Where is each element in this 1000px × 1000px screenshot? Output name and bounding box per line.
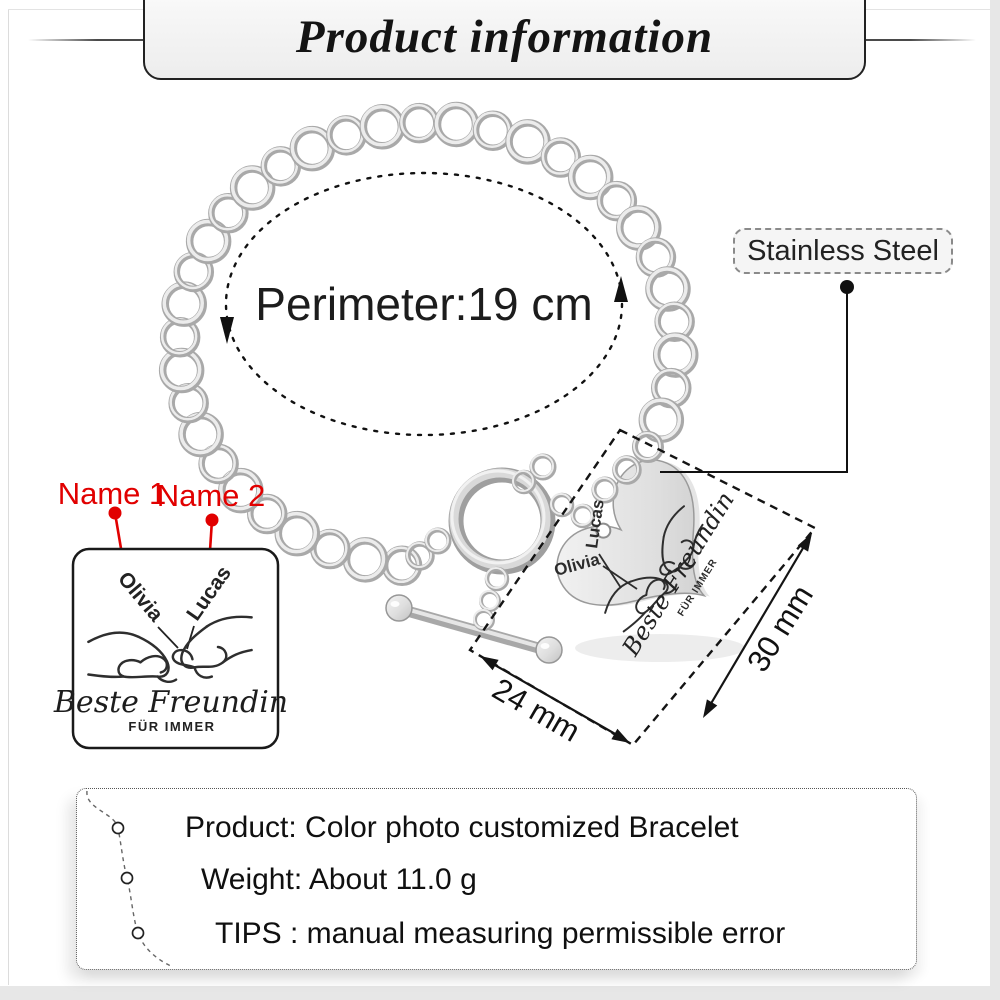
arrow-icon [480, 656, 499, 671]
specs-decorative-curve [86, 790, 174, 968]
header-rule-right [866, 39, 976, 41]
page-title: Product information [295, 11, 714, 63]
name2-pointer-line [206, 519, 214, 582]
dashed-measure-ellipse [224, 171, 624, 437]
bullet-ring-icon [111, 821, 125, 835]
perimeter-label: Perimeter:19 cm [255, 278, 592, 330]
bullet-ring-icon [120, 871, 134, 885]
spec-product-line: Product: Color photo customized Bracelet [185, 811, 739, 844]
connector-links [405, 431, 664, 631]
name1-callout-label: Name 1 [58, 476, 167, 511]
arrow-up-icon [614, 276, 628, 302]
preview-subscript-text: FÜR IMMER [128, 719, 215, 734]
arrow-down-icon [220, 317, 234, 344]
preview-name1-pointer-line [157, 626, 179, 649]
height-arrow-line [705, 537, 810, 713]
charm-name1-text: Olivia [552, 549, 602, 579]
preview-card-border [71, 547, 280, 750]
preview-name1-text: Olivia [113, 567, 168, 626]
charm-name2-pointer-line [598, 553, 622, 589]
specs-box: Product: Color photo customized Bracelet… [76, 788, 917, 970]
red-dot-icon [205, 513, 219, 527]
material-callout-label: Stainless Steel [733, 228, 953, 274]
charm-name2-text: Lucas [582, 498, 608, 549]
page-edge-right [990, 0, 1000, 1000]
page-edge-bottom [0, 986, 1000, 1000]
width-arrow-line [485, 659, 625, 740]
name1-pointer-line [113, 512, 129, 585]
material-callout-pointer [660, 280, 854, 473]
arrow-icon [797, 533, 812, 552]
arrow-icon [611, 728, 630, 743]
preview-name2-pointer-line [186, 625, 195, 650]
charm-height-label: 30 mm [740, 579, 820, 678]
heart-charm [556, 459, 710, 607]
rolo-chain-illustration [158, 101, 699, 587]
arrow-icon [703, 699, 718, 718]
dashed-measure-box [468, 428, 817, 747]
name2-callout-label: Name 2 [157, 478, 266, 513]
name-callouts: Name 1 Name 2 [58, 476, 266, 585]
charm-name1-pointer-line [602, 565, 638, 590]
engraving-preview-card: Olivia Lucas Beste Freundin FÜR IMMER [53, 547, 288, 750]
charm-shadow [575, 634, 745, 662]
material-label-text: Stainless Steel [747, 234, 939, 267]
heart-charm-engraving: Lucas Olivia Beste Freundin FÜR IMMER [552, 487, 740, 662]
charm-width-label: 24 mm [486, 671, 586, 749]
bullet-ring-icon [131, 926, 145, 940]
preview-name2-text: Lucas [182, 562, 236, 625]
charm-script-text: Beste Freundin [616, 487, 740, 662]
perimeter-measure-annotation: Perimeter:19 cm [220, 171, 628, 437]
spec-weight-line: Weight: About 11.0 g [201, 863, 477, 896]
toggle-clasp-ring [448, 467, 556, 575]
callout-dot [840, 280, 854, 294]
charm-subscript-text: FÜR IMMER [674, 556, 720, 619]
preview-script-text: Beste Freundin [53, 685, 288, 720]
charm-hole [595, 522, 612, 539]
charm-dimension-annotation: 24 mm 30 mm [468, 428, 820, 749]
spec-tips-line: TIPS : manual measuring permissible erro… [215, 917, 786, 950]
product-information-banner: Product information [143, 0, 866, 80]
callout-line [660, 287, 848, 473]
red-dot-icon [108, 506, 122, 520]
page-frame-line [8, 9, 9, 985]
toggle-bar [385, 594, 563, 664]
header-rule-left [28, 39, 143, 41]
